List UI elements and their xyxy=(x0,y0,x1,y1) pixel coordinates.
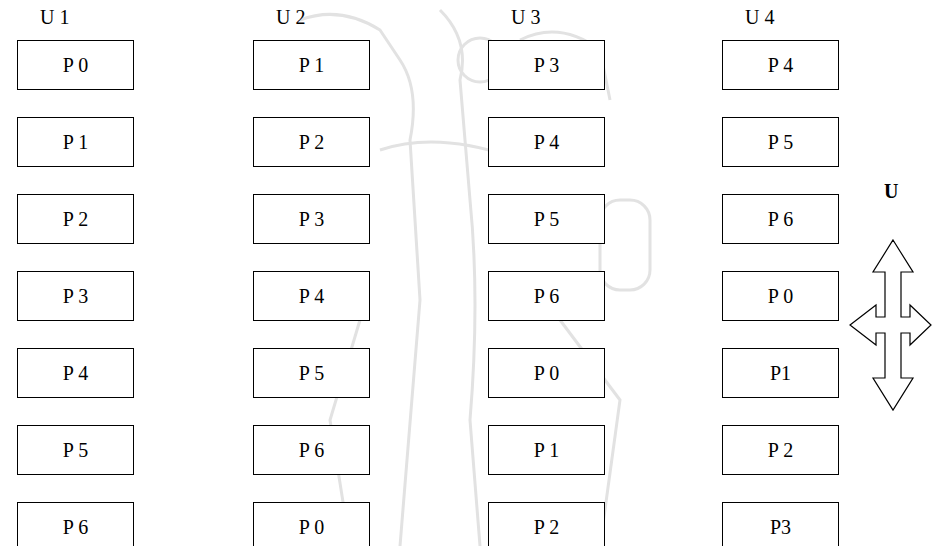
process-box: P 4 xyxy=(253,271,370,321)
box-label: P 6 xyxy=(299,439,324,462)
process-box: P 4 xyxy=(17,348,134,398)
process-box: P 4 xyxy=(488,117,605,167)
process-box: P 6 xyxy=(722,194,839,244)
box-label: P 2 xyxy=(534,516,559,539)
box-label: P 5 xyxy=(534,208,559,231)
box-label: P 0 xyxy=(534,362,559,385)
process-box: P 0 xyxy=(253,502,370,546)
process-box: P 1 xyxy=(17,117,134,167)
column-header: U 2 xyxy=(276,6,305,29)
process-box: P 1 xyxy=(488,425,605,475)
box-label: P 5 xyxy=(299,362,324,385)
process-box: P 2 xyxy=(722,425,839,475)
process-box: P 6 xyxy=(17,502,134,546)
box-label: P 5 xyxy=(768,131,793,154)
process-box: P 5 xyxy=(488,194,605,244)
box-label: P 3 xyxy=(299,208,324,231)
box-label: P 2 xyxy=(768,439,793,462)
process-box: P 6 xyxy=(488,271,605,321)
process-box: P 3 xyxy=(488,40,605,90)
box-label: P 0 xyxy=(63,54,88,77)
process-box: P 2 xyxy=(17,194,134,244)
box-label: P 3 xyxy=(534,54,559,77)
process-box: P 0 xyxy=(488,348,605,398)
process-box: P3 xyxy=(722,502,839,546)
box-label: P 5 xyxy=(63,439,88,462)
axis-label: U xyxy=(884,180,898,203)
box-label: P1 xyxy=(770,362,791,385)
process-box: P 0 xyxy=(17,40,134,90)
process-box: P 2 xyxy=(253,117,370,167)
box-label: P 6 xyxy=(63,516,88,539)
box-label: P 0 xyxy=(299,516,324,539)
process-box: P 0 xyxy=(722,271,839,321)
box-label: P 4 xyxy=(299,285,324,308)
process-box: P 5 xyxy=(253,348,370,398)
box-label: P 4 xyxy=(63,362,88,385)
box-label: P 1 xyxy=(299,54,324,77)
box-label: P 2 xyxy=(299,131,324,154)
box-label: P 6 xyxy=(534,285,559,308)
box-label: P3 xyxy=(770,516,791,539)
column-header: U 1 xyxy=(40,6,69,29)
process-box: P 4 xyxy=(722,40,839,90)
process-box: P 3 xyxy=(253,194,370,244)
box-label: P 6 xyxy=(768,208,793,231)
box-label: P 1 xyxy=(534,439,559,462)
process-box: P 3 xyxy=(17,271,134,321)
box-label: P 4 xyxy=(768,54,793,77)
process-box: P 2 xyxy=(488,502,605,546)
column-header: U 4 xyxy=(745,6,774,29)
column-header: U 3 xyxy=(511,6,540,29)
process-box: P 6 xyxy=(253,425,370,475)
box-label: P 4 xyxy=(534,131,559,154)
process-box: P 5 xyxy=(722,117,839,167)
box-label: P 2 xyxy=(63,208,88,231)
process-box: P 5 xyxy=(17,425,134,475)
box-label: P 1 xyxy=(63,131,88,154)
box-label: P 3 xyxy=(63,285,88,308)
process-box: P 1 xyxy=(253,40,370,90)
box-label: P 0 xyxy=(768,285,793,308)
process-box: P1 xyxy=(722,348,839,398)
